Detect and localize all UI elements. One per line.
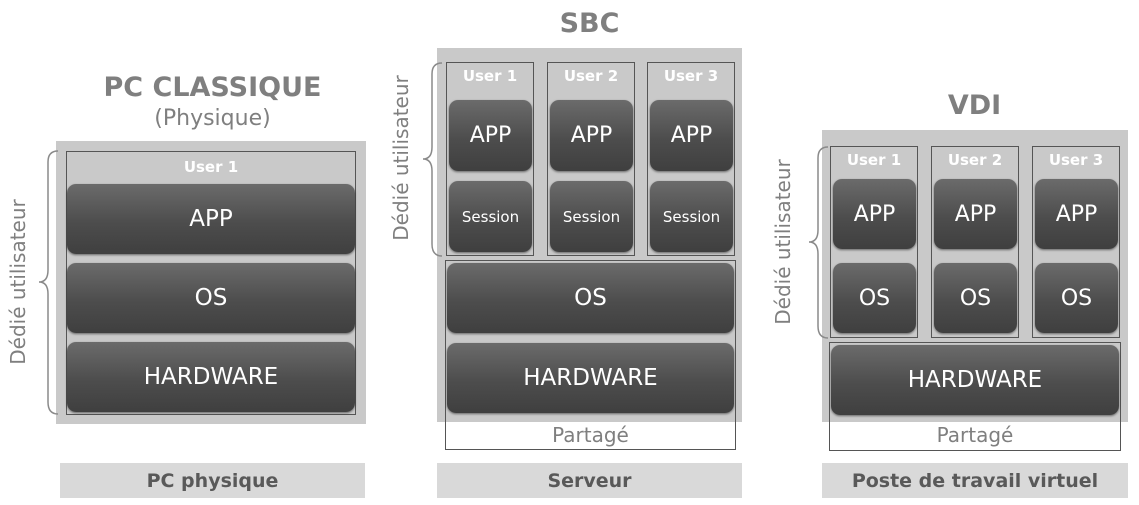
classic-hardware-block: HARDWARE — [67, 342, 355, 412]
vdi-footer: Poste de travail virtuel — [822, 463, 1128, 498]
classic-title: PC CLASSIQUE — [103, 72, 322, 103]
sbc-hardware-block: HARDWARE — [447, 343, 734, 413]
vdi-os-block: OS — [1035, 263, 1118, 333]
sbc-title: SBC — [559, 8, 620, 39]
classic-user-label: User 1 — [183, 158, 239, 176]
sbc-session-block: Session — [550, 181, 633, 252]
sbc-brace — [422, 62, 443, 257]
vdi-user-column — [830, 146, 918, 338]
classic-app-block: APP — [67, 184, 355, 254]
sbc-session-label: Session — [662, 207, 721, 226]
sbc-session-block: Session — [650, 181, 733, 252]
vdi-user-label: User 2 — [947, 151, 1003, 169]
sbc-user-column — [647, 62, 735, 256]
vdi-app-label: APP — [853, 201, 896, 227]
vdi-user-label: User 3 — [1048, 151, 1104, 169]
vdi-shared-frame — [829, 342, 1121, 451]
sbc-user-column — [547, 62, 635, 256]
sbc-user-label: User 2 — [563, 67, 619, 85]
classic-subtitle: (Physique) — [154, 106, 271, 131]
sbc-user-label: User 3 — [663, 67, 719, 85]
classic-os-block: OS — [67, 263, 355, 333]
vdi-side-label: Dédié utilisateur — [771, 159, 795, 325]
classic-footer: PC physique — [60, 463, 365, 498]
sbc-session-block: Session — [449, 181, 532, 252]
sbc-app-label: APP — [570, 123, 613, 148]
vdi-os-label: OS — [858, 285, 891, 311]
sbc-footer: Serveur — [437, 463, 742, 498]
sbc-side-label: Dédié utilisateur — [389, 75, 413, 241]
classic-os-label: OS — [194, 285, 228, 311]
vdi-app-label: APP — [954, 201, 997, 227]
classic-app-label: APP — [189, 206, 233, 232]
vdi-title: VDI — [947, 90, 1002, 121]
sbc-app-block: APP — [550, 100, 633, 171]
sbc-user-label: User 1 — [462, 67, 518, 85]
sbc-hardware-label: HARDWARE — [523, 365, 658, 391]
sbc-app-block: APP — [449, 100, 532, 171]
vdi-os-block: OS — [934, 263, 1017, 333]
vdi-brace — [808, 146, 829, 339]
sbc-shared-label: Partagé — [552, 423, 629, 447]
sbc-user-column — [446, 62, 534, 256]
vdi-app-block: APP — [1035, 179, 1118, 249]
sbc-app-label: APP — [469, 123, 512, 148]
sbc-os-label: OS — [574, 285, 607, 311]
classic-side-label: Dédié utilisateur — [6, 199, 30, 365]
vdi-app-block: APP — [833, 179, 916, 249]
vdi-shared-label: Partagé — [936, 423, 1014, 447]
sbc-app-block: APP — [650, 100, 733, 171]
sbc-app-label: APP — [670, 123, 713, 148]
vdi-app-label: APP — [1055, 201, 1098, 227]
sbc-shared-frame — [445, 260, 736, 450]
sbc-session-label: Session — [562, 207, 621, 226]
classic-hardware-label: HARDWARE — [143, 364, 279, 390]
vdi-os-block: OS — [833, 263, 916, 333]
sbc-os-block: OS — [447, 263, 734, 333]
vdi-os-label: OS — [1060, 285, 1093, 311]
vdi-user-column — [931, 146, 1019, 338]
vdi-app-block: APP — [934, 179, 1017, 249]
sbc-session-label: Session — [461, 207, 520, 226]
vdi-user-label: User 1 — [846, 151, 902, 169]
vdi-hardware-block: HARDWARE — [831, 345, 1119, 415]
vdi-os-label: OS — [959, 285, 992, 311]
classic-brace — [38, 150, 59, 415]
vdi-user-column — [1032, 146, 1120, 338]
classic-user-frame — [66, 151, 356, 415]
vdi-hardware-label: HARDWARE — [907, 367, 1043, 393]
